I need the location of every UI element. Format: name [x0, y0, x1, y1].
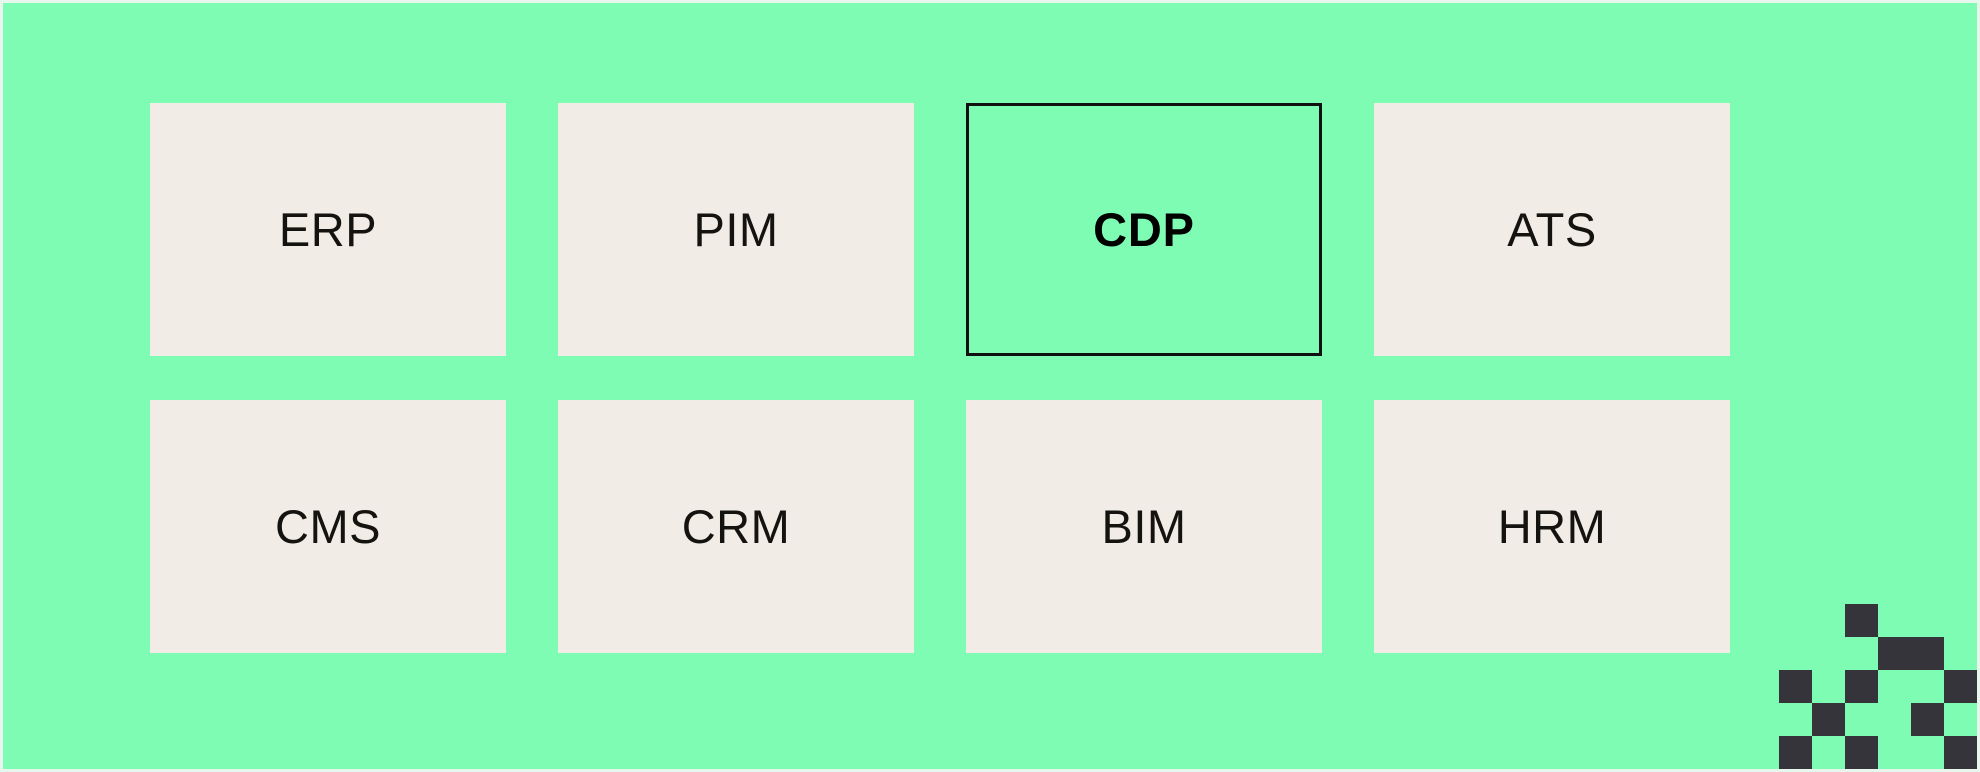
tile-label: CMS: [275, 500, 381, 553]
motif-cell-3-0: [1779, 703, 1812, 736]
tile-label: BIM: [1101, 500, 1187, 553]
tile-label: ATS: [1507, 203, 1597, 256]
motif-cell-3-1: [1812, 703, 1845, 736]
motif-cell-2-3: [1878, 670, 1911, 703]
motif-cell-1-2: [1845, 637, 1878, 670]
tile-cms[interactable]: CMS: [150, 400, 506, 653]
motif-cell-3-5: [1944, 703, 1977, 736]
motif-cell-1-4: [1911, 637, 1944, 670]
motif-cell-4-1: [1812, 736, 1845, 769]
motif-cell-0-4: [1911, 604, 1944, 637]
tile-label: CRM: [681, 500, 791, 553]
tile-grid: ERP PIM CDP ATS CMS CRM BIM HRM: [150, 103, 1730, 653]
motif-cell-2-0: [1779, 670, 1812, 703]
motif-cell-4-3: [1878, 736, 1911, 769]
tile-label: PIM: [693, 203, 779, 256]
motif-cell-4-5: [1944, 736, 1977, 769]
motif-cell-1-5: [1944, 637, 1977, 670]
motif-cell-0-2: [1845, 604, 1878, 637]
tile-crm[interactable]: CRM: [558, 400, 914, 653]
motif-cell-3-3: [1878, 703, 1911, 736]
tile-bim[interactable]: BIM: [966, 400, 1322, 653]
tile-hrm[interactable]: HRM: [1374, 400, 1730, 653]
motif-cell-3-4: [1911, 703, 1944, 736]
motif-cell-1-0: [1779, 637, 1812, 670]
motif-cell-0-5: [1944, 604, 1977, 637]
tile-cdp[interactable]: CDP: [966, 103, 1322, 356]
pixel-blocks-motif-icon: [1779, 604, 1977, 769]
tile-label: CDP: [1093, 203, 1195, 256]
motif-cell-4-4: [1911, 736, 1944, 769]
motif-cell-0-0: [1779, 604, 1812, 637]
tile-label: HRM: [1497, 500, 1607, 553]
motif-cell-3-2: [1845, 703, 1878, 736]
motif-cell-4-0: [1779, 736, 1812, 769]
motif-cell-4-2: [1845, 736, 1878, 769]
tile-pim[interactable]: PIM: [558, 103, 914, 356]
motif-cell-2-4: [1911, 670, 1944, 703]
tile-erp[interactable]: ERP: [150, 103, 506, 356]
motif-cell-1-3: [1878, 637, 1911, 670]
motif-cell-2-2: [1845, 670, 1878, 703]
motif-cell-2-5: [1944, 670, 1977, 703]
tile-ats[interactable]: ATS: [1374, 103, 1730, 356]
motif-cell-0-3: [1878, 604, 1911, 637]
motif-cell-1-1: [1812, 637, 1845, 670]
tile-label: ERP: [278, 203, 378, 256]
motif-cell-2-1: [1812, 670, 1845, 703]
motif-cell-0-1: [1812, 604, 1845, 637]
